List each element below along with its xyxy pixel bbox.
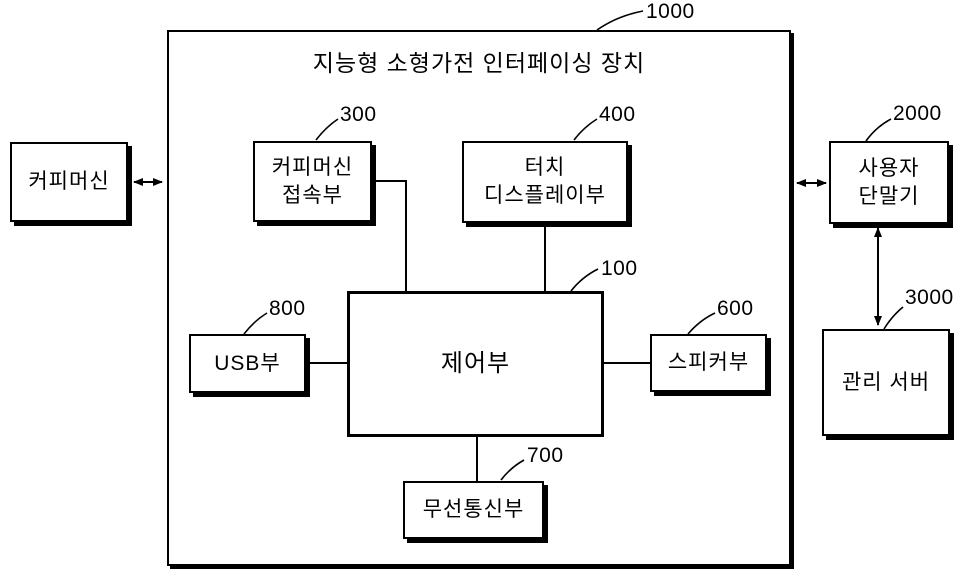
leader-800 bbox=[243, 312, 268, 335]
connection-coffee-connector-control bbox=[373, 180, 407, 291]
box-coffee-machine: 커피머신 bbox=[10, 142, 128, 222]
box-usb-unit: USB부 bbox=[189, 334, 306, 393]
box-user-terminal: 사용자 단말기 bbox=[829, 141, 949, 224]
leader-3000 bbox=[883, 306, 904, 330]
usb-unit-label: USB부 bbox=[214, 351, 281, 375]
leader-100 bbox=[570, 268, 599, 292]
box-control-unit: 제어부 bbox=[347, 291, 604, 437]
box-coffee-machine-connector: 커피머신 접속부 bbox=[253, 141, 372, 222]
box-touch-display: 터치 디스플레이부 bbox=[462, 141, 628, 223]
touch-display-label: 터치 디스플레이부 bbox=[484, 156, 606, 207]
leader-2000 bbox=[865, 118, 892, 142]
coffee-machine-label: 커피머신 bbox=[28, 170, 110, 194]
box-management-server: 관리 서버 bbox=[822, 329, 950, 436]
leader-300 bbox=[315, 118, 339, 141]
box-speaker-unit: 스피커부 bbox=[650, 334, 767, 392]
ref-numeral-700: 700 bbox=[527, 444, 564, 467]
ref-numeral-100: 100 bbox=[601, 257, 638, 280]
leader-1000 bbox=[596, 10, 644, 31]
ref-numeral-800: 800 bbox=[269, 297, 306, 320]
leader-600 bbox=[687, 312, 716, 335]
box-wireless-comm-unit: 무선통신부 bbox=[403, 481, 544, 539]
management-server-label: 관리 서버 bbox=[841, 370, 931, 394]
coffee-machine-connector-label: 커피머신 접속부 bbox=[271, 155, 354, 207]
leader-700 bbox=[500, 459, 525, 481]
leader-400 bbox=[573, 118, 598, 141]
wireless-comm-unit-label: 무선통신부 bbox=[422, 498, 525, 522]
ref-numeral-300: 300 bbox=[340, 103, 377, 126]
device-boundary-box bbox=[167, 30, 791, 566]
ref-numeral-1000: 1000 bbox=[646, 0, 695, 23]
ref-numeral-600: 600 bbox=[717, 297, 754, 320]
speaker-unit-label: 스피커부 bbox=[667, 351, 750, 375]
ref-numeral-2000: 2000 bbox=[893, 102, 942, 125]
ref-numeral-400: 400 bbox=[599, 103, 636, 126]
control-unit-label: 제어부 bbox=[440, 350, 511, 378]
user-terminal-label: 사용자 단말기 bbox=[858, 156, 920, 208]
diagram-title: 지능형 소형가전 인터페이싱 장치 bbox=[312, 50, 646, 76]
ref-numeral-3000: 3000 bbox=[905, 286, 954, 309]
